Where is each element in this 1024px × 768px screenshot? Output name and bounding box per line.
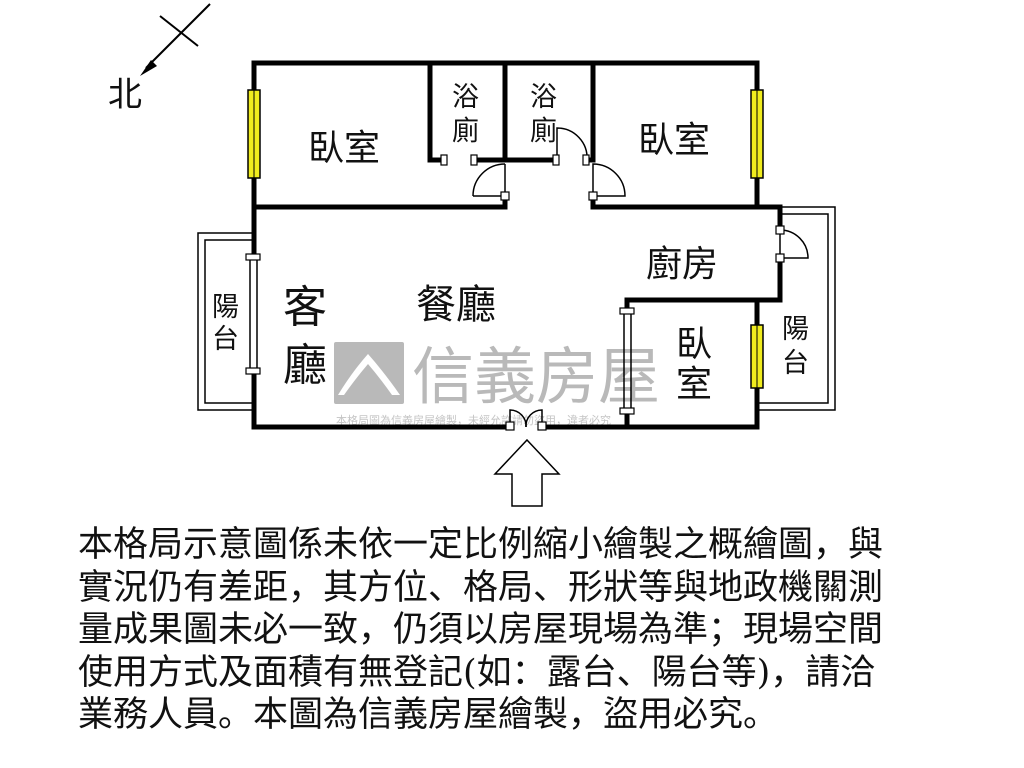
door-jambs xyxy=(245,154,785,431)
disclaimer: 本格局示意圖係未依一定比例縮小繪製之概繪圖，與 實況仍有差距，其方位、格局、形狀… xyxy=(78,524,958,737)
window-east-bedroom-se xyxy=(750,324,764,389)
room-balcony-w-line2: 台 xyxy=(212,324,239,355)
disclaimer-line: 使用方式及面積有無登記(如：露台、陽台等)，請洽 xyxy=(78,652,876,693)
room-balcony-e-line1: 陽 xyxy=(782,314,809,345)
balcony-east xyxy=(758,206,836,411)
entrance-arrow xyxy=(493,438,561,507)
watermark-brand: 信義房屋 xyxy=(412,340,660,413)
sinyi-logo xyxy=(334,342,404,404)
disclaimer-line: 實況仍有差距，其方位、格局、形狀等與地政機關測 xyxy=(78,567,884,608)
room-bedroom-se-line2: 室 xyxy=(676,364,712,405)
floor-plan: 信義房屋 本格局圖為信義房屋繪製，未經允許請勿盜用，違者必究 北 xyxy=(108,3,836,507)
window-east-bedroom xyxy=(750,89,764,179)
room-dining: 餐廳 xyxy=(416,282,496,328)
room-bath-1-line1: 浴 xyxy=(452,82,479,113)
north-label: 北 xyxy=(108,75,142,115)
windows xyxy=(247,89,764,389)
room-bath-1-line2: 廁 xyxy=(452,116,479,147)
sliding-doors xyxy=(249,258,632,412)
disclaimer-line: 業務人員。本圖為信義房屋繪製，盜用必究。 xyxy=(78,695,779,735)
disclaimer-line: 量成果圖未必一致，仍須以房屋現場為準；現場空間 xyxy=(78,610,884,650)
room-living-line2: 廳 xyxy=(283,340,327,391)
window-west xyxy=(247,89,261,179)
compass: 北 xyxy=(108,3,211,115)
room-balcony-w-line1: 陽 xyxy=(212,292,239,323)
room-bath-2-line2: 廁 xyxy=(530,116,557,147)
room-bedroom-se-line1: 臥 xyxy=(676,324,712,365)
watermark: 信義房屋 本格局圖為信義房屋繪製，未經允許請勿盜用，違者必究 xyxy=(334,340,660,427)
room-bedroom-nw: 臥室 xyxy=(308,128,380,169)
room-bedroom-ne: 臥室 xyxy=(638,120,710,161)
balcony-west xyxy=(197,232,253,411)
room-kitchen: 廚房 xyxy=(646,244,718,285)
room-labels: 臥室 浴 廁 浴 廁 臥室 廚房 客 廳 餐廳 陽 台 臥 室 陽 台 xyxy=(212,82,809,405)
walls xyxy=(251,60,783,430)
room-bath-2-line1: 浴 xyxy=(530,82,557,113)
disclaimer-line: 本格局示意圖係未依一定比例縮小繪製之概繪圖，與 xyxy=(78,525,884,565)
room-balcony-e-line2: 台 xyxy=(782,348,809,379)
room-living-line1: 客 xyxy=(283,282,327,333)
